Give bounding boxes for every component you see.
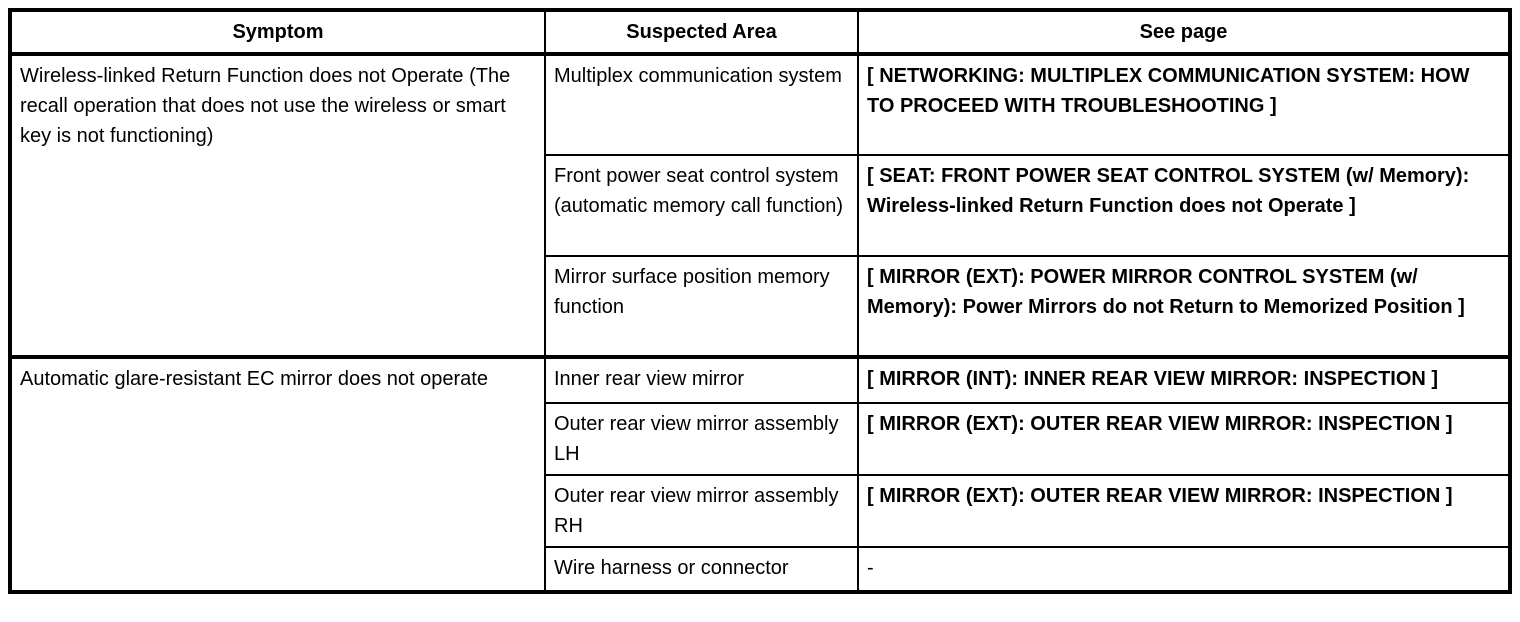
see-page-cell: [ NETWORKING: MULTIPLEX COMMUNICATION SY… — [857, 53, 1511, 156]
table-header-row: Symptom Suspected Area See page — [9, 9, 1511, 56]
table-row: Automatic glare-resistant EC mirror does… — [9, 355, 1511, 593]
suspected-area-cell: Wire harness or connector — [544, 546, 859, 593]
suspected-area-cell: Front power seat control system (automat… — [544, 154, 859, 257]
symptom-diagnostic-table: Symptom Suspected Area See page Wireless… — [8, 8, 1512, 594]
column-header-suspected-area: Suspected Area — [544, 9, 859, 56]
symptom-cell: Automatic glare-resistant EC mirror does… — [9, 355, 546, 593]
table-row: Wire harness or connector- — [10, 546, 1511, 593]
table-body: Wireless-linked Return Function does not… — [9, 53, 1511, 593]
see-page-cell: [ MIRROR (EXT): POWER MIRROR CONTROL SYS… — [857, 255, 1511, 358]
see-page-cell: [ MIRROR (EXT): OUTER REAR VIEW MIRROR: … — [857, 402, 1511, 476]
suspected-area-cell: Outer rear view mirror assembly RH — [544, 474, 859, 548]
suspected-area-cell: Inner rear view mirror — [544, 355, 859, 404]
suspected-area-cell: Outer rear view mirror assembly LH — [544, 402, 859, 476]
table-header: Symptom Suspected Area See page — [9, 9, 1511, 56]
see-page-cell: - — [857, 546, 1511, 593]
see-page-cell: [ MIRROR (INT): INNER REAR VIEW MIRROR: … — [857, 355, 1511, 404]
column-header-symptom: Symptom — [9, 9, 546, 56]
see-page-cell: [ SEAT: FRONT POWER SEAT CONTROL SYSTEM … — [857, 154, 1511, 257]
suspected-area-cell: Multiplex communication system — [544, 53, 859, 156]
table-row: Mirror surface position memory function[… — [10, 255, 1511, 358]
table-row: Outer rear view mirror assembly RH[ MIRR… — [10, 474, 1511, 548]
table-row: Outer rear view mirror assembly LH[ MIRR… — [10, 402, 1511, 476]
column-header-see-page: See page — [857, 9, 1511, 56]
table-row: Front power seat control system (automat… — [10, 154, 1511, 257]
table-row: Wireless-linked Return Function does not… — [9, 53, 1511, 358]
see-page-cell: [ MIRROR (EXT): OUTER REAR VIEW MIRROR: … — [857, 474, 1511, 548]
symptom-cell: Wireless-linked Return Function does not… — [9, 53, 546, 358]
suspected-area-cell: Mirror surface position memory function — [544, 255, 859, 358]
